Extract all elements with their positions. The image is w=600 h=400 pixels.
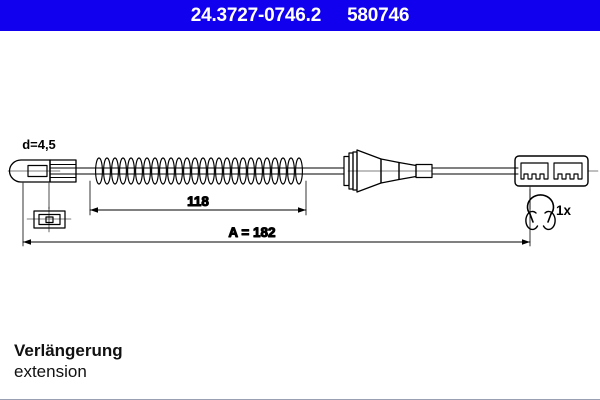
caption-block: Verlängerung extension	[14, 340, 434, 382]
caption-german: Verlängerung	[14, 341, 123, 360]
dimension-a-label: A = 182	[228, 225, 275, 240]
dimension-a	[22, 182, 531, 247]
technical-drawing: 118 A = 182	[0, 31, 600, 361]
clip-quantity-label: 1x	[556, 203, 572, 218]
dimension-118	[89, 180, 307, 216]
drawing-svg: 118 A = 182	[7, 137, 599, 247]
dimension-118-label: 118	[187, 194, 209, 209]
cone-fitting	[347, 149, 433, 193]
cross-section-detail	[26, 206, 72, 233]
cable-left-segment	[75, 167, 99, 175]
caption-english: extension	[14, 362, 87, 381]
diameter-label: d=4,5	[22, 137, 56, 152]
end-nipple	[7, 159, 61, 183]
header-banner: 24.3727-0746.2 580746	[0, 0, 600, 31]
circlip-symbol	[525, 194, 556, 231]
cable-mid-segment	[303, 167, 345, 175]
part-number: 24.3727-0746.2	[190, 5, 322, 26]
ferrule	[49, 159, 77, 183]
cable-right-segment	[431, 167, 519, 175]
spring-coil	[95, 157, 307, 185]
reference-number: 580746	[347, 5, 410, 26]
bracket-end	[514, 155, 599, 187]
